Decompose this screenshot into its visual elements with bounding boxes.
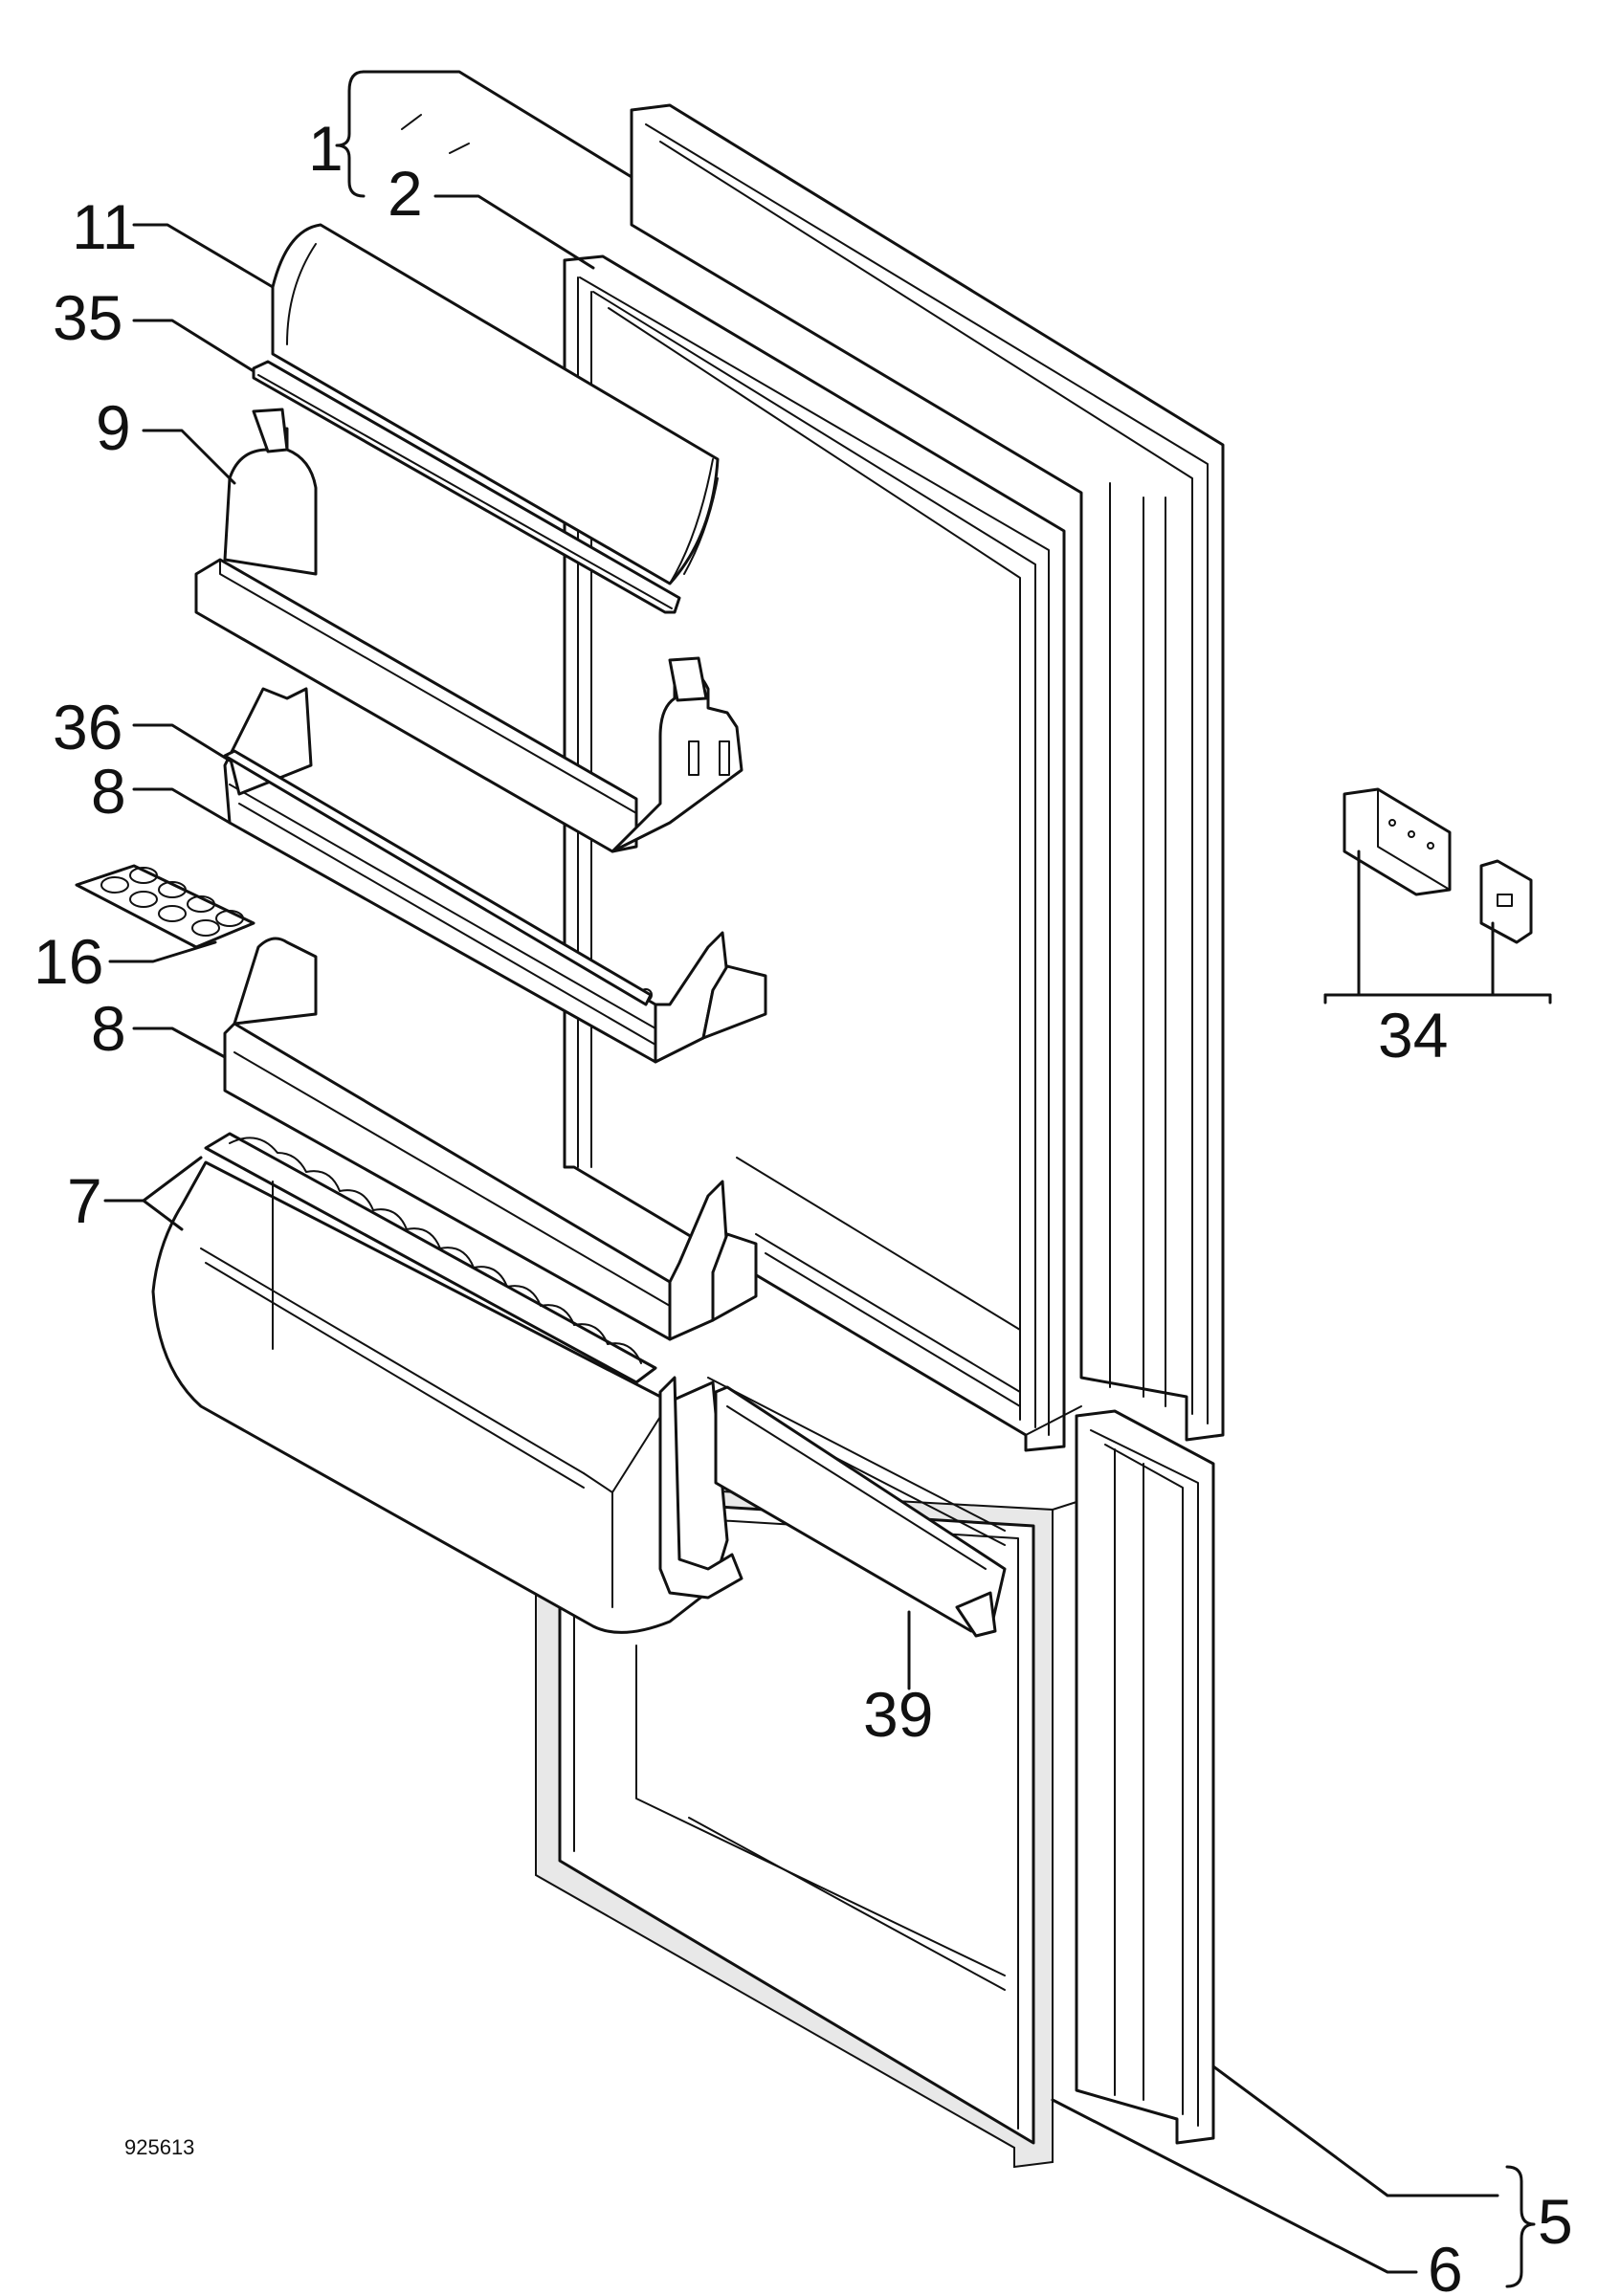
label-39: 39 — [863, 1679, 933, 1750]
label-36: 36 — [53, 692, 122, 762]
part-35-rail — [252, 360, 681, 614]
leader-lines — [103, 70, 1552, 2288]
part-36-bar — [223, 749, 653, 1006]
label-7: 7 — [67, 1165, 102, 1236]
upper-door-outer-panel — [630, 103, 1225, 1442]
part-labels: 1 2 11 35 9 36 8 16 8 7 39 34 5 6 925613 — [33, 113, 1573, 2296]
part-8-lower-door-bin — [223, 937, 758, 1341]
part-9-door-shelf — [194, 408, 744, 853]
lower-door-assembly — [535, 1377, 1215, 2169]
label-34: 34 — [1378, 1000, 1448, 1071]
label-1: 1 — [308, 113, 344, 184]
label-16: 16 — [33, 926, 103, 997]
label-5: 5 — [1538, 2186, 1573, 2257]
part-11-dairy-lid — [271, 223, 720, 585]
part-34-hinge-brackets — [1343, 787, 1533, 944]
label-2: 2 — [388, 158, 423, 229]
label-8-upper: 8 — [91, 756, 126, 827]
figure-code: 925613 — [124, 2135, 194, 2159]
label-35: 35 — [53, 282, 122, 353]
label-8-lower: 8 — [91, 993, 126, 1064]
label-11: 11 — [72, 191, 138, 262]
part-7-bottle-rack — [151, 1132, 744, 1634]
part-16-egg-tray — [75, 864, 255, 949]
label-9: 9 — [96, 392, 131, 463]
label-6: 6 — [1428, 2234, 1463, 2296]
lower-door-outer-panel — [1075, 1409, 1215, 2145]
part-39-rail — [714, 1385, 1007, 1638]
